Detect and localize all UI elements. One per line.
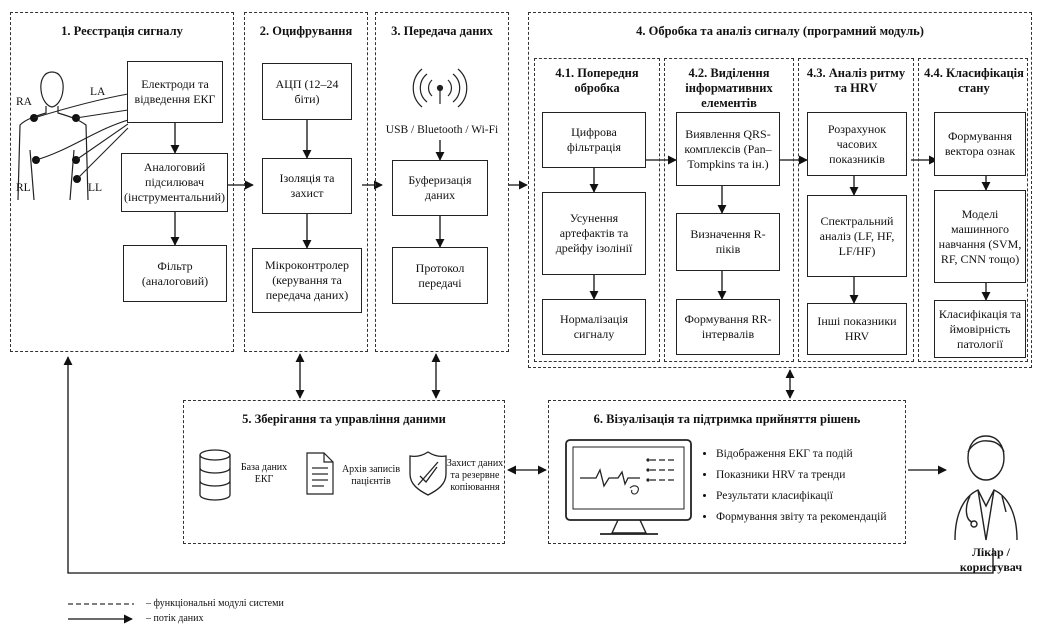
module-1-title: 1. Реєстрація сигналу <box>61 24 183 38</box>
spectral-analysis-box: Спектральний аналіз (LF, HF, LF/HF) <box>807 195 907 277</box>
module-5-title: 5. Зберігання та управління даними <box>242 412 446 426</box>
rr-intervals-box: Формування RR-інтервалів <box>676 299 780 355</box>
doctor-icon <box>954 435 1018 541</box>
isolation-box: Ізоляція та захист <box>262 158 352 214</box>
microcontroller-box: Мікроконтролер (керування та передача да… <box>252 248 362 313</box>
module-4-title: 4. Обробка та аналіз сигналу (програмний… <box>636 24 924 38</box>
module-42-frame <box>664 58 794 362</box>
flow-arrows <box>63 120 994 574</box>
electrode-label-ll: LL <box>88 182 103 194</box>
wireless-label: USB / Bluetooth / Wi-Fi <box>385 124 499 136</box>
electrodes-box: Електроди та відведення ЕКГ <box>127 61 223 123</box>
module-42-title: 4.2. Виділення інформативних елементів <box>685 66 773 110</box>
module-3-frame <box>375 12 509 352</box>
module-1-frame <box>10 12 234 352</box>
decision-support-list: Відображення ЕКГ та подій Показники HRV … <box>702 444 902 528</box>
r-peaks-box: Визначення R-піків <box>676 213 780 271</box>
data-protection-label: Захист даних та резервне копіювання <box>446 458 504 493</box>
module-41-title: 4.1. Попередня обробка <box>555 66 639 95</box>
electrode-label-rl: RL <box>16 182 31 194</box>
legend-dashed-text: – функціональні модулі системи <box>146 598 284 609</box>
ml-models-box: Моделі машинного навчання (SVM, RF, CNN … <box>934 190 1026 283</box>
database-icon <box>199 449 231 501</box>
electrode-label-ra: RA <box>16 96 32 108</box>
module-3-title: 3. Передача даних <box>391 24 493 38</box>
module-2-frame <box>244 12 368 352</box>
module-43-title: 4.3. Аналіз ритму та HRV <box>806 66 906 95</box>
analog-amplifier-box: Аналоговий підсилювач (інструментальний) <box>121 153 228 212</box>
document-archive-icon <box>306 452 334 495</box>
classification-result-box: Класифікація та ймовірність патології <box>934 300 1026 358</box>
adc-box: АЦП (12–24 біти) <box>262 63 352 120</box>
artifact-removal-box: Усунення артефактів та дрейфу ізолінії <box>542 192 646 275</box>
shield-icon <box>409 451 447 496</box>
digital-filter-box: Цифрова фільтрація <box>542 112 646 168</box>
wireless-antenna-icon <box>412 68 468 108</box>
bullet-report: Формування звіту та рекомендацій <box>716 507 902 528</box>
module-2-title: 2. Оцифрування <box>259 24 353 38</box>
bullet-hrv-trends: Показники HRV та тренди <box>716 465 902 486</box>
module-43-frame <box>798 58 914 362</box>
module-6-frame <box>548 400 906 544</box>
time-domain-box: Розрахунок часових показників <box>807 112 907 176</box>
protocol-box: Протокол передачі <box>392 247 488 304</box>
module-5-frame <box>183 400 505 544</box>
module-6-title: 6. Візуалізація та підтримка прийняття р… <box>593 412 861 426</box>
normalization-box: Нормалізація сигналу <box>542 299 646 355</box>
bullet-classification: Результати класифікації <box>716 486 902 507</box>
feature-vector-box: Формування вектора ознак <box>934 112 1026 176</box>
legend-arrow-text: – потік даних <box>146 613 204 624</box>
database-label: База даних ЕКГ <box>240 462 288 485</box>
electrode-leads <box>33 93 129 180</box>
module-44-frame <box>918 58 1028 362</box>
qrs-detection-box: Виявлення QRS-комплексів (Pan–Tompkins т… <box>676 112 780 186</box>
module-44-title: 4.4. Класифікація стану <box>924 66 1024 95</box>
analog-filter-box: Фільтр (аналоговий) <box>123 245 227 302</box>
electrode-label-la: LA <box>90 86 106 98</box>
buffering-box: Буферизація даних <box>392 160 488 216</box>
monitor-icon <box>565 439 692 535</box>
module-4-frame <box>528 12 1032 368</box>
module-41-frame <box>534 58 660 362</box>
archive-label: Архів записів пацієнтів <box>341 464 401 487</box>
user-label: Лікар / користувач <box>959 545 1023 574</box>
bullet-ecg-display: Відображення ЕКГ та подій <box>716 444 902 465</box>
other-hrv-box: Інші показники HRV <box>807 303 907 355</box>
